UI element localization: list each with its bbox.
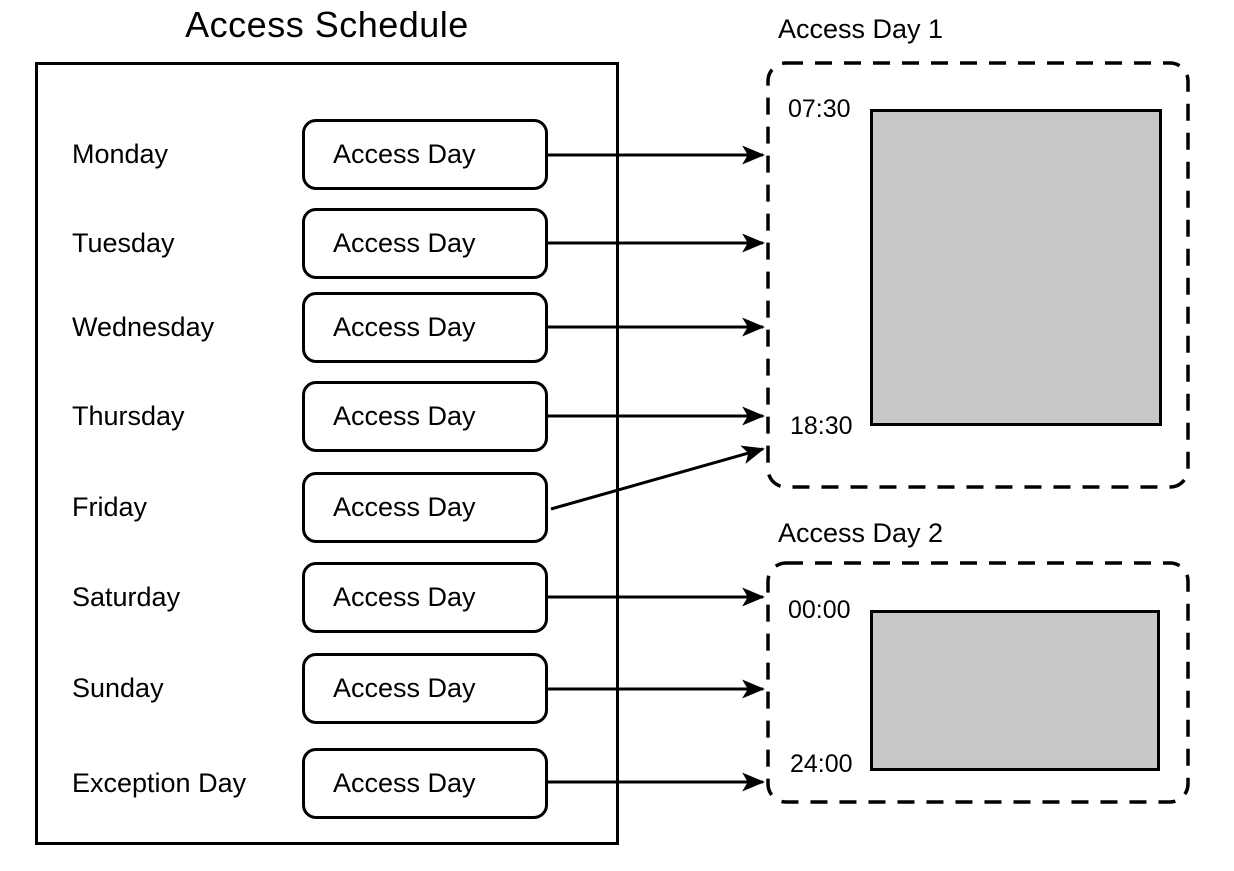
access-day-box-label: Access Day (333, 673, 476, 703)
schedule-row-wednesday: Wednesday Access Day (0, 292, 620, 363)
access-day-2-title: Access Day 2 (778, 518, 944, 548)
access-day-box-label: Access Day (333, 492, 476, 522)
access-day-1-title: Access Day 1 (778, 14, 944, 44)
access-day-box: Access Day (302, 292, 548, 363)
schedule-row-sunday: Sunday Access Day (0, 653, 620, 724)
access-day-1-start-time: 07:30 (788, 95, 851, 123)
access-day-box-label: Access Day (333, 768, 476, 798)
day-label: Friday (72, 492, 148, 522)
access-day-2-end-time: 24:00 (790, 750, 853, 778)
schedule-row-tuesday: Tuesday Access Day (0, 208, 620, 279)
access-day-box-label: Access Day (333, 228, 476, 258)
diagram-title: Access Schedule (185, 4, 469, 45)
day-label: Tuesday (72, 228, 175, 258)
access-day-box-label: Access Day (333, 401, 476, 431)
schedule-row-monday: Monday Access Day (0, 119, 620, 190)
access-day-1-end-time: 18:30 (790, 412, 853, 440)
access-day-box-label: Access Day (333, 582, 476, 612)
access-day-box: Access Day (302, 208, 548, 279)
day-label: Sunday (72, 673, 164, 703)
schedule-row-thursday: Thursday Access Day (0, 381, 620, 452)
schedule-row-saturday: Saturday Access Day (0, 562, 620, 633)
access-day-box: Access Day (302, 748, 548, 819)
access-day-box: Access Day (302, 381, 548, 452)
access-day-box: Access Day (302, 472, 548, 543)
access-day-box: Access Day (302, 653, 548, 724)
day-label: Wednesday (72, 312, 215, 342)
schedule-row-friday: Friday Access Day (0, 472, 620, 543)
access-day-box: Access Day (302, 119, 548, 190)
schedule-row-exception-day: Exception Day Access Day (0, 748, 620, 819)
access-day-box-label: Access Day (333, 139, 476, 169)
access-day-1-interval (870, 109, 1162, 426)
day-label: Monday (72, 139, 169, 169)
access-day-box: Access Day (302, 562, 548, 633)
access-day-2-interval (870, 610, 1160, 771)
day-label: Saturday (72, 582, 181, 612)
access-day-box-label: Access Day (333, 312, 476, 342)
access-day-2-start-time: 00:00 (788, 596, 851, 624)
day-label: Thursday (72, 401, 185, 431)
day-label: Exception Day (72, 768, 247, 798)
